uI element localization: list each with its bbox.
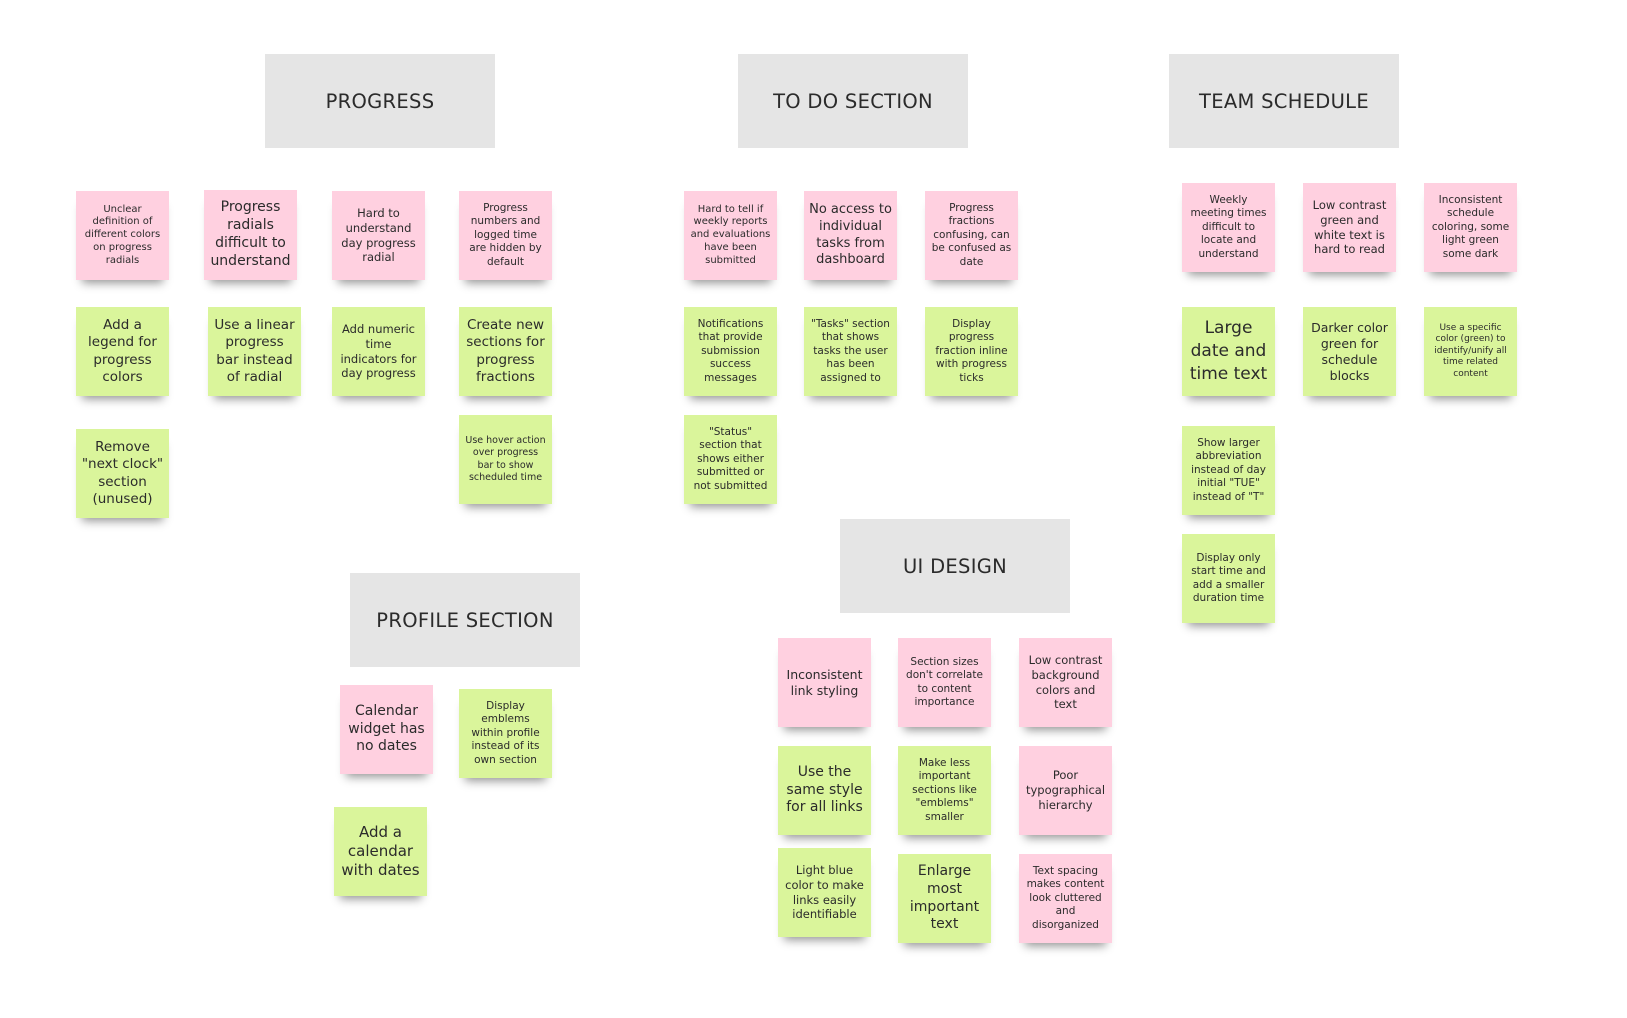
header-profile-section: PROFILE SECTION <box>350 573 580 667</box>
sticky-note[interactable]: Large date and time text <box>1182 307 1275 396</box>
sticky-note[interactable]: Display progress fraction inline with pr… <box>925 307 1018 396</box>
sticky-note[interactable]: Use the same style for all links <box>778 746 871 835</box>
sticky-note[interactable]: Section sizes don't correlate to content… <box>898 638 991 727</box>
sticky-note[interactable]: Low contrast green and white text is har… <box>1303 183 1396 272</box>
sticky-note[interactable]: Enlarge most important text <box>898 854 991 943</box>
sticky-note[interactable]: Progress fractions confusing, can be con… <box>925 191 1018 280</box>
sticky-note[interactable]: "Tasks" section that shows tasks the use… <box>804 307 897 396</box>
sticky-note[interactable]: Inconsistent link styling <box>778 638 871 727</box>
sticky-note[interactable]: Low contrast background colors and text <box>1019 638 1112 727</box>
sticky-note[interactable]: Weekly meeting times difficult to locate… <box>1182 183 1275 272</box>
sticky-note[interactable]: No access to individual tasks from dashb… <box>804 191 897 280</box>
header-ui-design: UI DESIGN <box>840 519 1070 613</box>
header-progress: PROGRESS <box>265 54 495 148</box>
sticky-note[interactable]: Remove "next clock" section (unused) <box>76 429 169 518</box>
sticky-note[interactable]: Use a specific color (green) to identify… <box>1424 307 1517 396</box>
sticky-note[interactable]: Show larger abbreviation instead of day … <box>1182 426 1275 515</box>
sticky-note[interactable]: Calendar widget has no dates <box>340 685 433 774</box>
sticky-note[interactable]: Display only start time and add a smalle… <box>1182 534 1275 623</box>
sticky-note[interactable]: "Status" section that shows either submi… <box>684 415 777 504</box>
sticky-note[interactable]: Progress numbers and logged time are hid… <box>459 191 552 280</box>
sticky-note[interactable]: Inconsistent schedule coloring, some lig… <box>1424 183 1517 272</box>
sticky-note[interactable]: Create new sections for progress fractio… <box>459 307 552 396</box>
sticky-note[interactable]: Progress radials difficult to understand <box>204 190 297 280</box>
sticky-note[interactable]: Notifications that provide submission su… <box>684 307 777 396</box>
sticky-note[interactable]: Use a linear progress bar instead of rad… <box>208 307 301 396</box>
sticky-note[interactable]: Add numeric time indicators for day prog… <box>332 307 425 396</box>
sticky-note[interactable]: Poor typographical hierarchy <box>1019 746 1112 835</box>
header-todo-section: TO DO SECTION <box>738 54 968 148</box>
sticky-note[interactable]: Darker color green for schedule blocks <box>1303 307 1396 396</box>
sticky-note[interactable]: Make less important sections like "emble… <box>898 746 991 835</box>
sticky-note[interactable]: Hard to tell if weekly reports and evalu… <box>684 191 777 280</box>
sticky-note[interactable]: Text spacing makes content look cluttere… <box>1019 854 1112 943</box>
sticky-note[interactable]: Add a calendar with dates <box>334 807 427 896</box>
sticky-note[interactable]: Display emblems within profile instead o… <box>459 689 552 778</box>
sticky-note[interactable]: Use hover action over progress bar to sh… <box>459 415 552 504</box>
sticky-note[interactable]: Light blue color to make links easily id… <box>778 848 871 937</box>
sticky-note[interactable]: Add a legend for progress colors <box>76 307 169 396</box>
sticky-note[interactable]: Hard to understand day progress radial <box>332 191 425 280</box>
sticky-note[interactable]: Unclear definition of different colors o… <box>76 191 169 280</box>
header-team-schedule: TEAM SCHEDULE <box>1169 54 1399 148</box>
